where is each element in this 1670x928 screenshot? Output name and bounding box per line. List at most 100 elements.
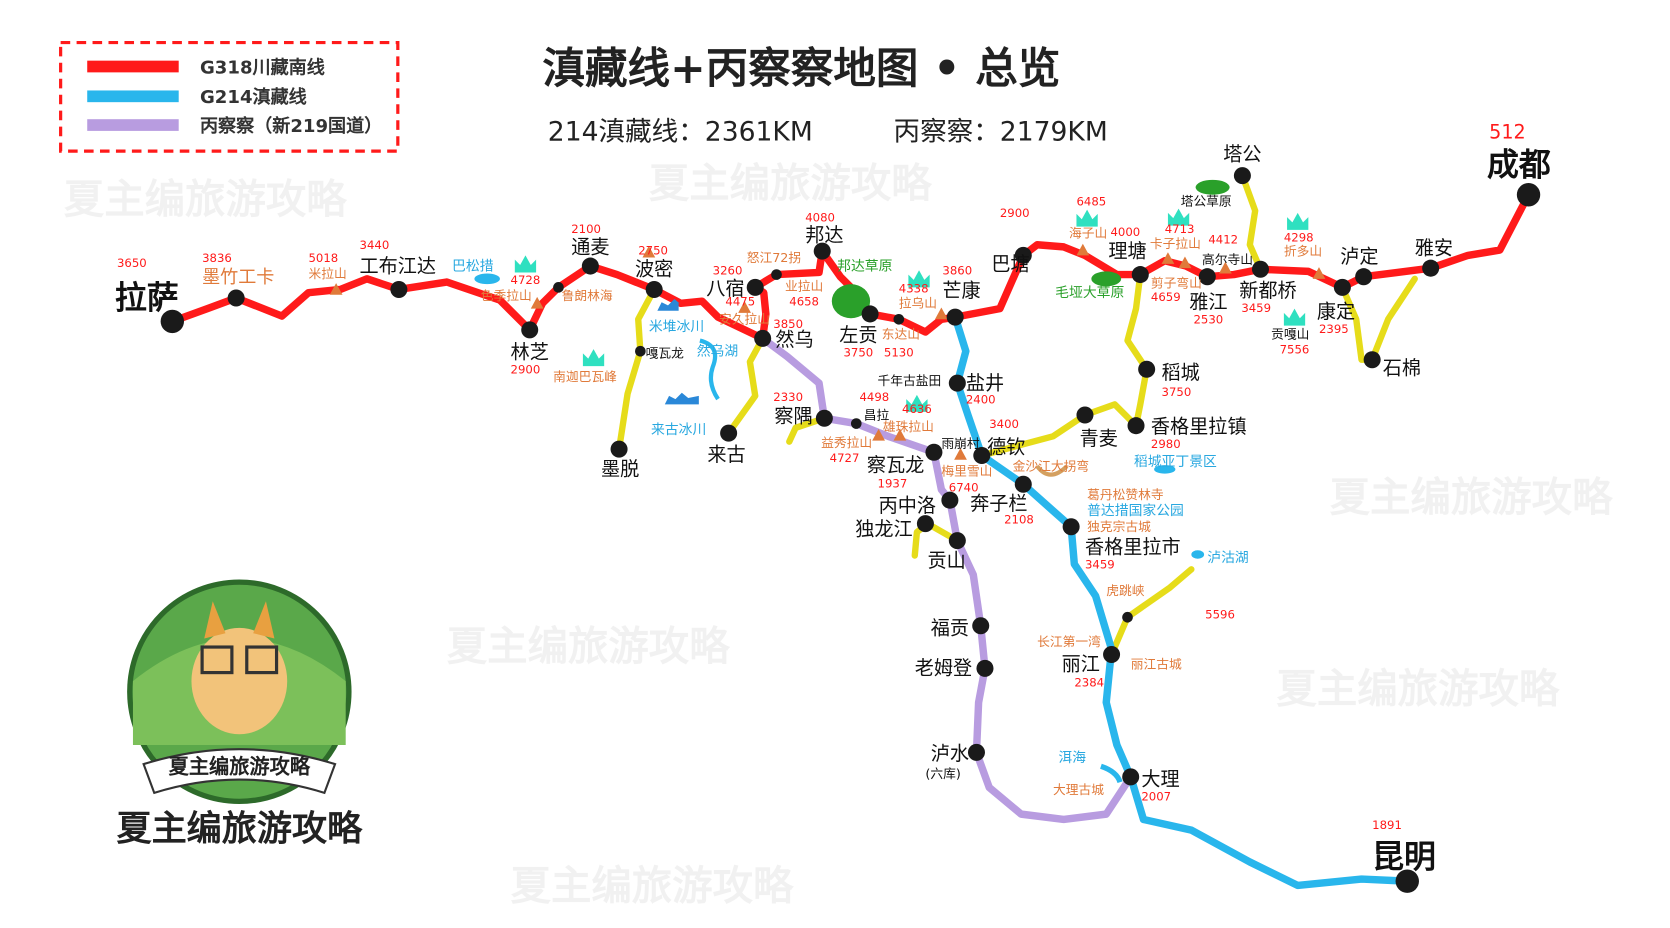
- label-cities: 稻城: [1162, 361, 1200, 384]
- label-minor-places: 嘎瓦龙: [646, 347, 684, 362]
- label-elevations: 5596: [1205, 607, 1235, 621]
- label-elevations: 3750: [1162, 385, 1192, 399]
- mountain-pass-icon: [642, 245, 656, 258]
- city-dot: [227, 289, 245, 307]
- map-labels: 拉萨成都昆明工布江达通麦波密林芝八宿邦达然乌左贡芒康巴塘理塘雅江新都桥泸定雅安康…: [115, 120, 1551, 875]
- label-cities: 林芝: [511, 341, 549, 364]
- label-scenic-orange: 业拉山: [785, 280, 823, 295]
- city-dot-major: [1516, 183, 1541, 207]
- place-dot: [635, 345, 646, 357]
- label-elevations: 5130: [884, 346, 914, 360]
- snow-peak-icon: [582, 349, 605, 367]
- page-title: 滇藏线+丙察察地图 • 总览: [542, 45, 1060, 94]
- mountain-pass-icon: [934, 307, 948, 320]
- label-scenic-orange: 东达山: [882, 327, 920, 342]
- label-elevations: 2384: [1074, 675, 1104, 689]
- label-cities: 泸水: [931, 742, 969, 765]
- label-scenic-orange: 丽江古城: [1131, 657, 1182, 672]
- logo-horse-ear-left: [204, 601, 226, 639]
- label-scenic-orange: 墨竹工卡: [202, 267, 274, 288]
- city-dot: [972, 617, 990, 635]
- label-elevations: 2530: [1193, 313, 1223, 327]
- route-branch-lijiang: [1108, 566, 1195, 658]
- mountain-pass-icon: [738, 301, 751, 313]
- place-dot: [893, 313, 905, 325]
- label-elevations: 512: [1489, 120, 1526, 143]
- label-scenic-orange: 剪子弯山: [1151, 275, 1202, 291]
- city-dot-major: [1395, 869, 1419, 893]
- label-elevations: 2750: [638, 243, 668, 257]
- city-dot: [521, 321, 539, 339]
- glacier-icon: [664, 392, 699, 405]
- city-dot: [1122, 768, 1140, 786]
- label-elevations: 2900: [1000, 206, 1030, 220]
- label-elevations: 4727: [830, 451, 860, 465]
- label-major-cities: 成都: [1487, 146, 1551, 184]
- label-elevations: 1937: [878, 476, 908, 490]
- label-major-cities: 昆明: [1372, 837, 1436, 875]
- label-elevations: 3750: [844, 346, 874, 360]
- mountain-pass-icon: [329, 283, 343, 295]
- label-cities: 盐井: [966, 372, 1004, 395]
- label-cities: 石棉: [1383, 357, 1421, 380]
- label-elevations: 3850: [773, 317, 803, 331]
- watermark-text: 夏主编旅游攻略: [1330, 473, 1613, 521]
- city-dot: [581, 257, 599, 275]
- legend-border: [59, 40, 400, 153]
- label-cities: 工布江达: [360, 254, 437, 277]
- watermark-text: 夏主编旅游攻略: [1276, 664, 1559, 712]
- logo-horse-face: [191, 627, 288, 735]
- legend-swatch-g318: [87, 60, 179, 73]
- route-branch-laigu: [725, 335, 766, 437]
- route-g214: [951, 313, 1411, 890]
- erhai-lake-shape: [1100, 763, 1123, 784]
- label-minor-places: 雨崩村: [941, 437, 979, 452]
- label-scenic-orange: 米拉山: [308, 267, 346, 282]
- watermarks: 夏主编旅游攻略夏主编旅游攻略夏主编旅游攻略夏主编旅游攻略夏主编旅游攻略夏主编旅游…: [64, 159, 1613, 909]
- place-dot: [771, 269, 782, 280]
- city-dot: [720, 424, 738, 442]
- label-elevations: 1891: [1372, 818, 1402, 832]
- label-minor-places: 贡嘎山: [1271, 327, 1309, 342]
- label-cities: 波密: [635, 258, 673, 281]
- mountain-pass-icon: [530, 296, 544, 309]
- snow-peak-icon: [908, 270, 930, 288]
- label-elevations: 4658: [789, 294, 819, 308]
- label-elevations: 2980: [1151, 437, 1181, 451]
- label-elevations: 3860: [942, 264, 972, 278]
- label-elevations: 7556: [1280, 342, 1310, 356]
- label-elevations: 4080: [805, 210, 835, 224]
- city-dot: [948, 374, 966, 392]
- label-cities: 老姆登: [915, 657, 972, 680]
- label-scenic-orange: 拉乌山: [899, 296, 937, 312]
- city-dot: [1138, 360, 1156, 378]
- label-cities: 察隅: [774, 404, 812, 427]
- label-elevations: 5018: [308, 251, 338, 265]
- legend-swatch-bcc: [87, 119, 179, 131]
- label-elevations: 3400: [989, 417, 1019, 431]
- snow-peak-icon: [1287, 212, 1309, 230]
- label-cities: 新都桥: [1239, 279, 1296, 302]
- city-dot: [390, 280, 408, 298]
- label-elevations: 2100: [571, 222, 601, 236]
- label-scenic-orange: 独克宗古城: [1087, 519, 1151, 535]
- label-water: 巴松措: [452, 258, 494, 274]
- city-dot: [1014, 246, 1032, 264]
- city-dot: [1422, 259, 1440, 277]
- label-scenic-orange: 雄珠拉山: [883, 420, 934, 435]
- city-dot: [1062, 518, 1080, 536]
- distance-g214: 214滇藏线：2361KM: [548, 116, 813, 147]
- city-dot: [1076, 406, 1094, 424]
- label-cities: 邦达: [805, 224, 843, 247]
- label-grassland: 毛垭大草原: [1055, 285, 1124, 301]
- label-cities: 雅江: [1189, 291, 1227, 314]
- city-dot: [1333, 278, 1351, 296]
- routes: [168, 172, 1533, 890]
- label-scenic-orange: 梅里雪山: [941, 465, 992, 480]
- label-minor-places: 昌拉: [864, 408, 890, 423]
- city-dot: [746, 278, 764, 296]
- route-g318: [168, 191, 1533, 343]
- grassland-area: [1195, 179, 1230, 195]
- city-dot: [946, 308, 964, 326]
